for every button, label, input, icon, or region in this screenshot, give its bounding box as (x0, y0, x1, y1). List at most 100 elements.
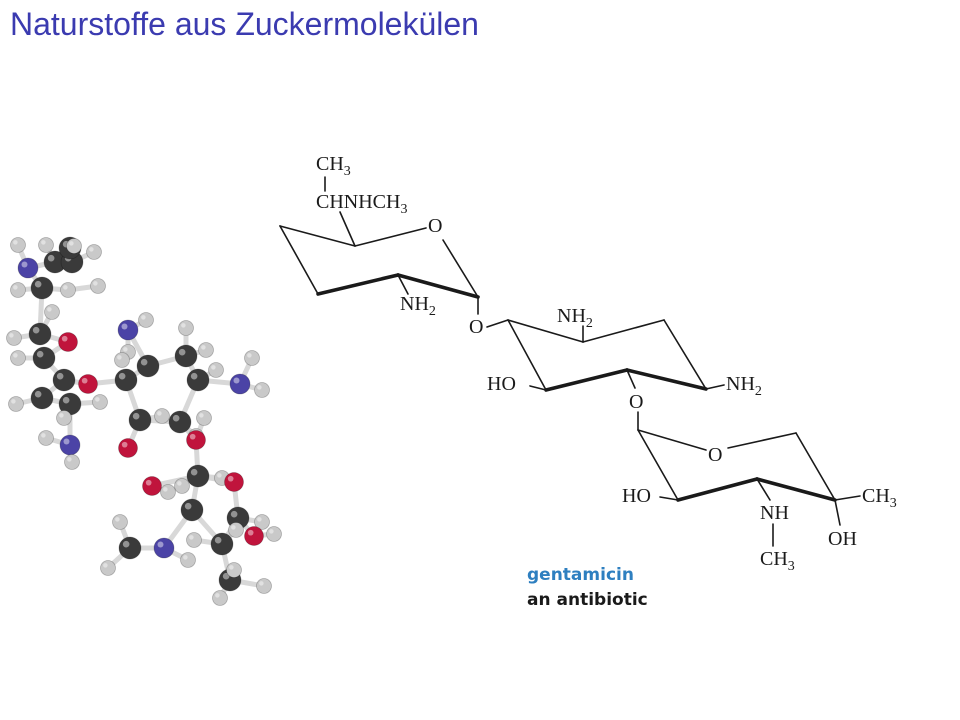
carbon-atom (180, 498, 204, 522)
carbon-atom (168, 410, 192, 434)
bond-c4-c5 (507, 319, 584, 343)
atom-highlight (190, 372, 198, 380)
label-ring3-ch3-bottom: CH3 (760, 548, 795, 574)
bond-c2-ho (659, 496, 679, 501)
bond-c4-ch3 (834, 495, 861, 501)
label-ring3-oh: OH (828, 528, 857, 550)
label-ring2-ho: HO (487, 373, 516, 395)
atom-highlight (201, 345, 206, 350)
hydrogen-atom (38, 237, 54, 253)
hydrogen-atom (180, 552, 196, 568)
atom-highlight (183, 555, 188, 560)
carbon-atom (186, 368, 210, 392)
hydrogen-atom (10, 350, 26, 366)
carbon-atom (30, 276, 54, 300)
atom-highlight (141, 315, 146, 320)
label-ring1-oxygen: O (428, 215, 442, 237)
atom-highlight (199, 413, 204, 418)
hydrogen-atom (196, 410, 212, 426)
atom-highlight (222, 572, 230, 580)
hydrogen-atom (92, 394, 108, 410)
hydrogen-atom (178, 320, 194, 336)
atom-highlight (69, 241, 74, 246)
ring3-bonds (637, 411, 861, 547)
oxygen-atom (58, 332, 78, 352)
hydrogen-atom (44, 304, 60, 320)
atom-highlight (247, 529, 254, 536)
carbon-atom (32, 346, 56, 370)
atom-highlight (269, 529, 274, 534)
atom-highlight (47, 254, 55, 262)
carbon-atom (52, 368, 76, 392)
hydrogen-atom (254, 514, 270, 530)
atom-highlight (230, 510, 238, 518)
atom-highlight (215, 593, 220, 598)
bond-c4-c3 (279, 225, 319, 295)
hydrogen-atom (60, 282, 76, 298)
bond-o-c5 (727, 432, 797, 449)
hydrogen-atom (138, 312, 154, 328)
atom-highlight (81, 377, 88, 384)
bond-c1-nh2 (705, 384, 725, 390)
hydrogen-atom (254, 382, 270, 398)
hydrogen-atom (174, 478, 190, 494)
atom-highlight (63, 438, 70, 445)
bond-c3-nh (756, 478, 771, 501)
hydrogen-atom (228, 522, 244, 538)
nitrogen-atom (229, 373, 251, 395)
carbon-atom (136, 354, 160, 378)
carbon-atom (28, 322, 52, 346)
label-ch3-top: CH3 (316, 153, 351, 179)
atom-highlight (13, 240, 18, 245)
hydrogen-atom (212, 590, 228, 606)
hydrogen-atom (160, 484, 176, 500)
atom-highlight (247, 353, 252, 358)
atom-highlight (121, 441, 128, 448)
oxygen-atom (224, 472, 244, 492)
hydrogen-atom (266, 526, 282, 542)
hydrogen-atom (8, 396, 24, 412)
oxygen-atom (118, 438, 138, 458)
hydrogen-atom (256, 578, 272, 594)
label-ring3-nh: NH (760, 502, 789, 524)
atom-highlight (163, 487, 168, 492)
hydrogen-atom (64, 454, 80, 470)
atom-highlight (115, 517, 120, 522)
atom-highlight (41, 240, 46, 245)
oxygen-atom (186, 430, 206, 450)
atom-highlight (9, 333, 14, 338)
ball-and-stick-model (6, 236, 282, 606)
structural-formula: CH3 CHNHCH3 O NH2 O NH2 HO NH2 O O HO CH… (279, 153, 897, 574)
atom-highlight (56, 372, 64, 380)
hydrogen-atom (10, 282, 26, 298)
bond-c5-o (354, 227, 427, 247)
hydrogen-atom (154, 408, 170, 424)
label-ring1-nh2: NH2 (400, 293, 436, 319)
bond-c2-c1 (625, 368, 708, 391)
hydrogen-atom (10, 237, 26, 253)
bond-c5-c4 (795, 432, 836, 501)
hydrogen-atom (198, 342, 214, 358)
hydrogen-atom (112, 514, 128, 530)
atom-highlight (63, 285, 68, 290)
hydrogen-atom (6, 330, 22, 346)
bond-c4-oh (834, 499, 841, 526)
slide-title: Naturstoffe aus Zuckermolekülen (10, 6, 479, 42)
bond-c2-o (626, 369, 636, 389)
bond-ch-c5 (339, 211, 356, 247)
label-glycosidic-oxygen-1: O (469, 316, 483, 338)
label-ring2-nh2-top: NH2 (557, 305, 593, 331)
hydrogen-atom (90, 278, 106, 294)
hydrogen-atom (38, 430, 54, 446)
atom-highlight (184, 502, 192, 510)
atom-highlight (34, 390, 42, 398)
atom-highlight (11, 399, 16, 404)
atom-highlight (157, 411, 162, 416)
bond-c4-c5 (279, 225, 356, 247)
caption-compound-name: gentamicin (527, 565, 634, 585)
bond-c3-c4 (755, 477, 837, 502)
bond-c5-c6 (582, 319, 665, 343)
ring1-bonds (279, 176, 480, 315)
atom-highlight (214, 536, 222, 544)
atom-highlight (178, 348, 186, 356)
